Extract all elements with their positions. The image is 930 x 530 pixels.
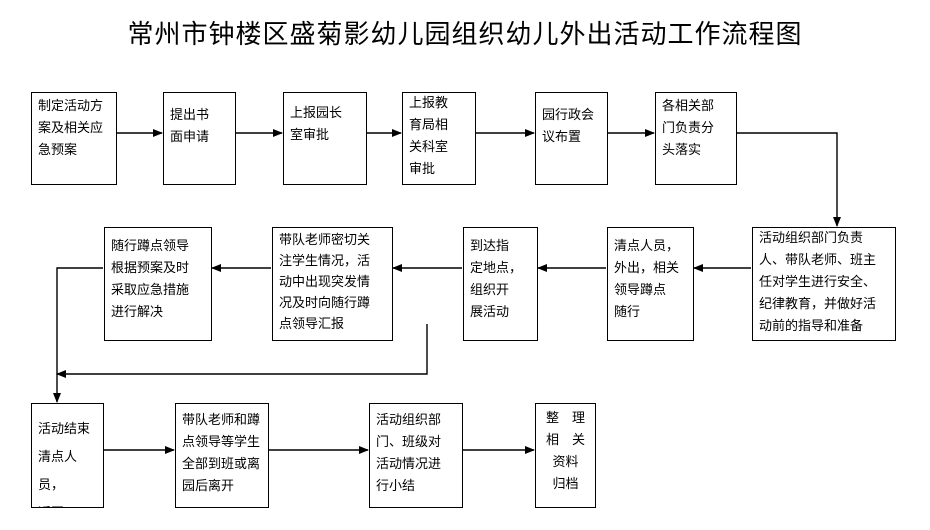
arrow-s11-s12: [53, 267, 103, 403]
step-departments-implement: 各相关部 门负责分 头落实: [655, 92, 737, 185]
step-education-bureau-approval-text: 上报教 育局相 关科室 审批: [409, 96, 449, 177]
step-principal-approval: 上报园长 室审批: [283, 92, 367, 185]
step-headcount-depart: 清点人员， 外出，相关 领导蹲点 随行: [607, 227, 694, 341]
step-monitor-report-text: 带队老师密切关 注学生情况，活 动中出现突发情 况及时向随行蹲 点领导汇报: [279, 233, 371, 332]
step-principal-approval-text: 上报园长 室审批: [290, 106, 343, 143]
step-make-plan: 制定活动方 案及相关应 急预案: [31, 92, 117, 185]
step-safety-education-text: 活动组织部门负责 人、带队老师、班主 任对学生进行安全、 纪律教育，并做好活 动…: [759, 231, 877, 334]
step-leaders-leave-text: 带队老师和蹲 点领导等学生 全部到班或离 园后离开: [182, 413, 261, 494]
step-arrive-activity-text: 到达指 定地点， 组织开 展活动: [470, 239, 523, 320]
step-emergency-measures-text: 随行蹲点领导 根据预案及时 采取应急措施 进行解决: [111, 239, 190, 320]
step-archive-text: 整 理 相 关 资料 归档: [545, 411, 585, 492]
arrow-s6-s7: [737, 132, 841, 227]
step-summary-text: 活动组织部 门、班级对 活动情况进 行小结: [376, 413, 442, 494]
step-written-application-text: 提出书 面申请: [170, 108, 210, 145]
step-departments-implement-text: 各相关部 门负责分 头落实: [662, 99, 715, 158]
step-finish-return-text: 活动结束 清点人员， 返回: [38, 422, 91, 507]
page-title: 常州市钟楼区盛菊影幼儿园组织幼儿外出活动工作流程图: [127, 20, 803, 50]
arrow-s9-s12: [56, 324, 428, 378]
step-make-plan-text: 制定活动方 案及相关应 急预案: [38, 99, 104, 158]
step-safety-education: 活动组织部门负责 人、带队老师、班主 任对学生进行安全、 纪律教育，并做好活 动…: [752, 227, 896, 341]
step-written-application: 提出书 面申请: [163, 92, 236, 185]
step-leaders-leave: 带队老师和蹲 点领导等学生 全部到班或离 园后离开: [175, 403, 269, 508]
step-archive: 整 理 相 关 资料 归档: [535, 403, 596, 508]
step-headcount-depart-text: 清点人员， 外出，相关 领导蹲点 随行: [614, 239, 680, 320]
step-finish-return: 活动结束 清点人员， 返回: [31, 403, 104, 508]
step-monitor-report: 带队老师密切关 注学生情况，活 动中出现突发情 况及时向随行蹲 点领导汇报: [272, 227, 393, 341]
step-admin-meeting-text: 园行政会 议布置: [542, 108, 595, 145]
step-education-bureau-approval: 上报教 育局相 关科室 审批: [402, 92, 476, 185]
step-admin-meeting: 园行政会 议布置: [535, 92, 608, 185]
step-emergency-measures: 随行蹲点领导 根据预案及时 采取应急措施 进行解决: [104, 227, 212, 341]
step-arrive-activity: 到达指 定地点， 组织开 展活动: [463, 227, 538, 341]
step-summary: 活动组织部 门、班级对 活动情况进 行小结: [369, 403, 463, 508]
